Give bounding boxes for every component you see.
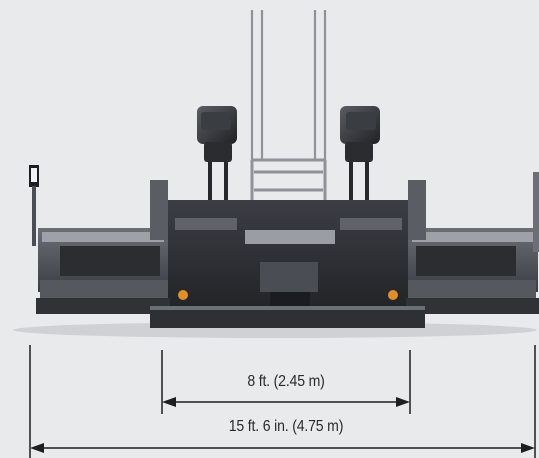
left-indicator-lamp — [178, 290, 188, 300]
outer-width-label: 15 ft. 6 in. (4.75 m) — [228, 418, 344, 435]
inner-width-label: 8 ft. (2.45 m) — [247, 373, 325, 390]
left-screed-extension — [36, 180, 170, 314]
left-light-post — [29, 165, 39, 246]
rear-ladder — [250, 10, 327, 230]
right-indicator-lamp — [388, 290, 398, 300]
right-light-post — [533, 172, 539, 252]
main-screed — [150, 308, 425, 328]
dimension-lines — [29, 345, 536, 458]
right-screed-extension — [406, 180, 539, 314]
